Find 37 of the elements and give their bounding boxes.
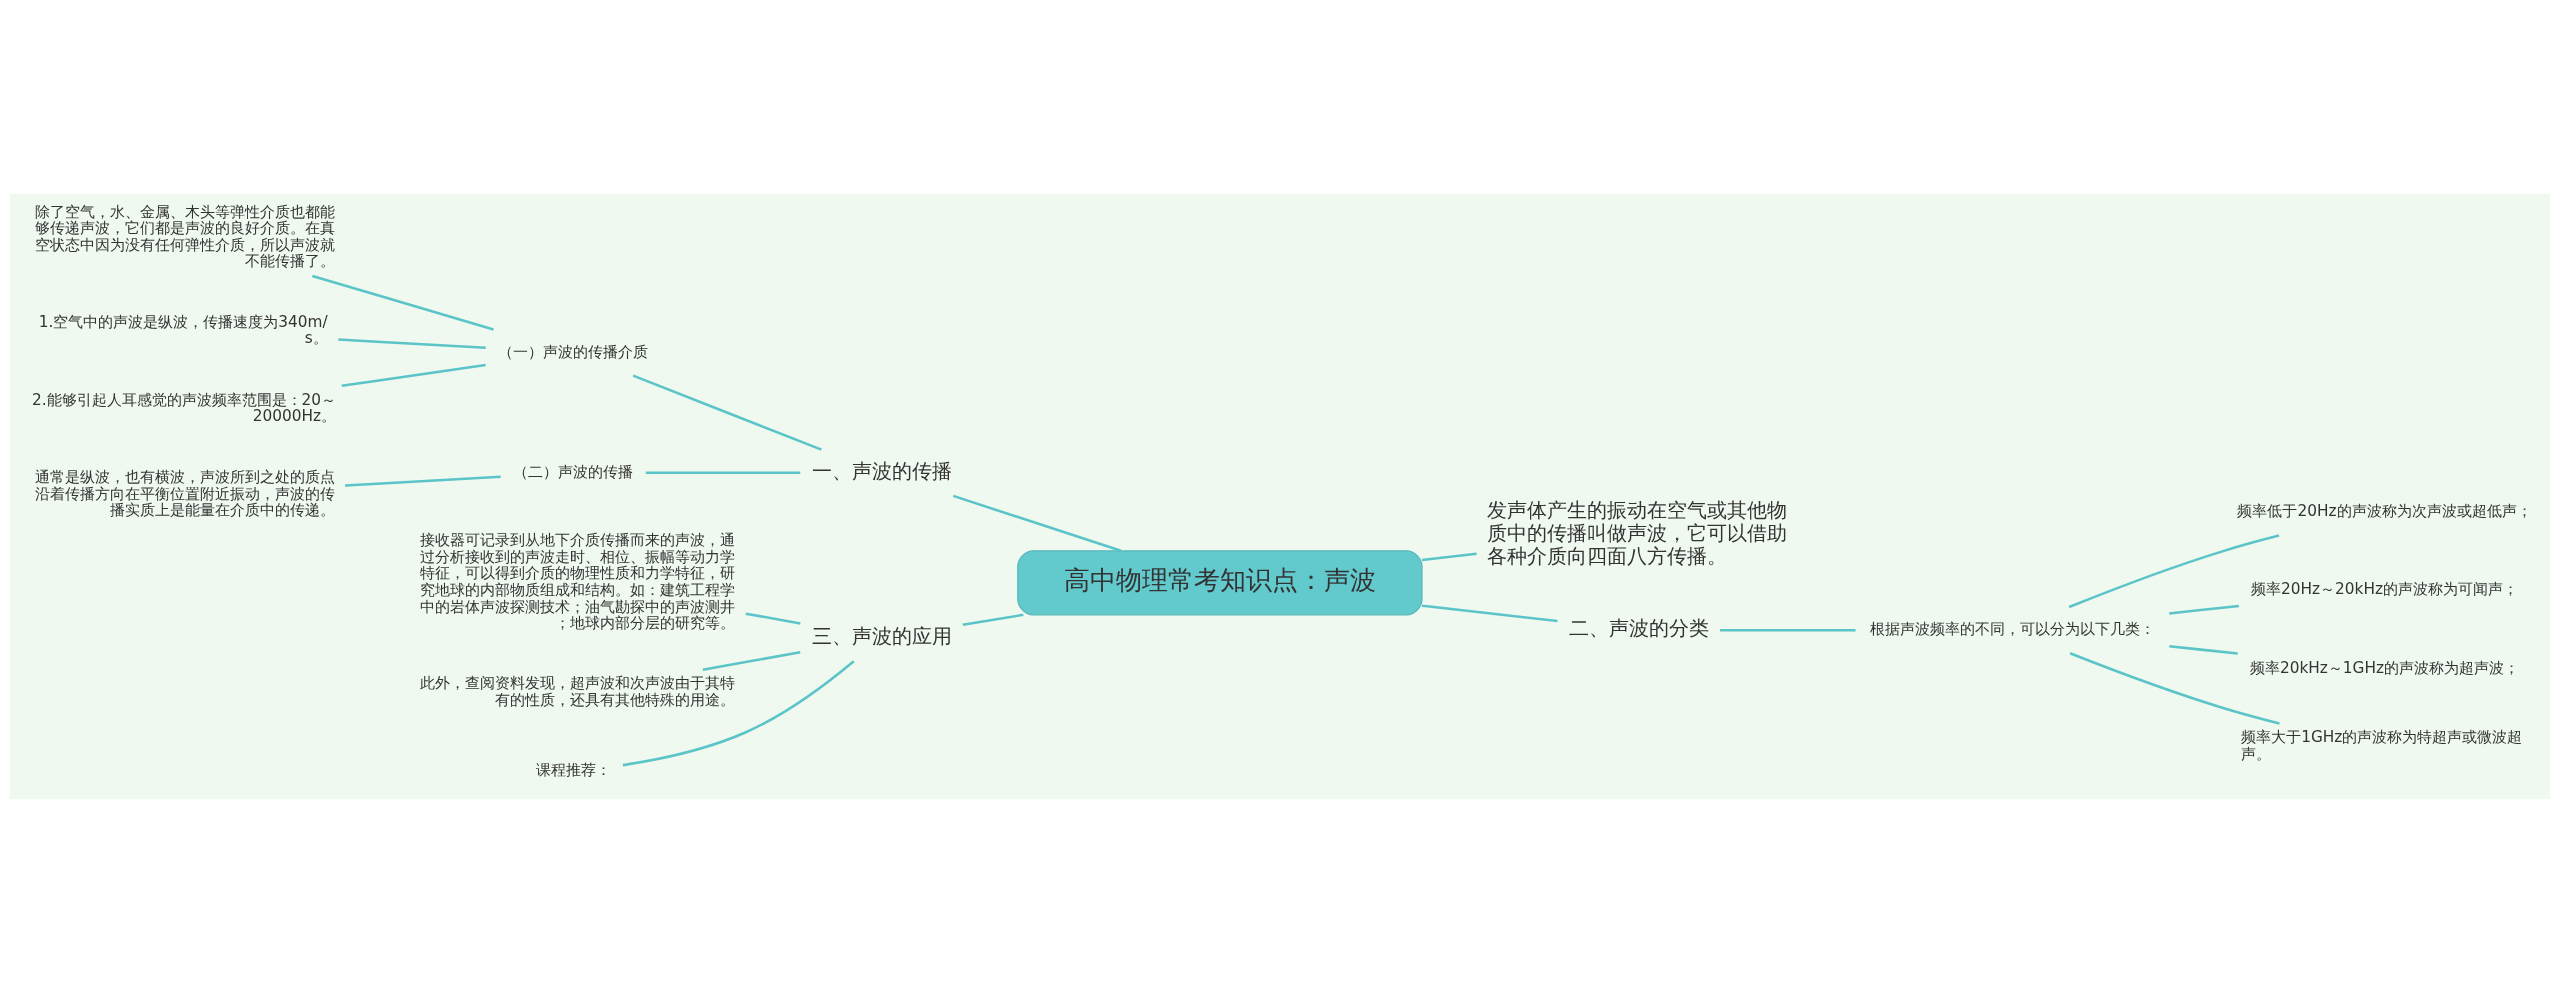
connector (1720, 628, 1856, 631)
connector (962, 613, 1024, 626)
connector (645, 471, 801, 474)
connector (312, 274, 494, 331)
node-box: 高中物理常考知识点：声波 (1017, 549, 1423, 615)
connector (745, 611, 801, 625)
connector (2069, 651, 2280, 725)
connector (952, 494, 1122, 552)
node-text: 三、声波的应用 (811, 623, 952, 648)
connector (2169, 644, 2238, 655)
node-text: 2.能够引起人耳感觉的声波频率范围是：20～20000Hz。 (31, 390, 337, 425)
connector (345, 475, 501, 487)
node-text: 根据声波频率的不同，可以分为以下几类： (1869, 619, 2155, 638)
connector (341, 363, 486, 387)
node-text: 1.空气中的声波是纵波，传播速度为340m/s。 (38, 312, 328, 347)
connector (2169, 604, 2239, 615)
connector (622, 659, 855, 766)
connector (2068, 533, 2280, 608)
node-text: 频率大于1GHz的声波称为特超声或微波超声。 (2241, 727, 2523, 763)
connector (702, 650, 801, 671)
node-text: 发声体产生的振动在空气或其他物质中的传播叫做声波，它可以借助各种介质向四面八方传播。 (1487, 497, 1788, 568)
connector (338, 337, 486, 349)
node-text: 课程推荐： (535, 760, 611, 779)
node-text: 频率20Hz～20kHz的声波称为可闻声； (2250, 579, 2518, 598)
node-text: 二、声波的分类 (1568, 615, 1709, 640)
node-text: 频率低于20Hz的声波称为次声波或超低声； (2237, 501, 2532, 520)
node-text: （一）声波的传播介质 (498, 342, 649, 361)
connector (1421, 552, 1477, 561)
connector (632, 373, 822, 451)
node-text: 除了空气，水、金属、木头等弹性介质也都能够传递声波，它们都是声波的良好介质。在真空状态中因为没有任何弹性介质，所以声波就不能传播了。 (34, 202, 335, 270)
node-text: （二）声波的传播 (513, 462, 634, 481)
node-text: 接收器可记录到从地下介质传播而来的声波，通过分析接收到的声波走时、相位、振幅等动力学特征，可以得到介质的物理性质和力学特征，研究地球的内部物质组成和结构。如：建筑工程学中的岩体声波探测技术；油气勘探中的声波测井；地球内部分层的研究等。 (420, 530, 736, 632)
node-text: 频率20kHz～1GHz的声波称为超声波； (2249, 658, 2520, 676)
node-text: 一、声波的传播 (811, 458, 952, 483)
connector (1421, 603, 1558, 622)
node-text: 此外，查阅资料发现，超声波和次声波由于其特有的性质，还具有其他特殊的用途。 (420, 673, 736, 709)
node-text: 通常是纵波，也有横波，声波所到之处的质点沿着传播方向在平衡位置附近振动，声波的传播实质上是能量在介质中的传递。 (34, 467, 335, 519)
